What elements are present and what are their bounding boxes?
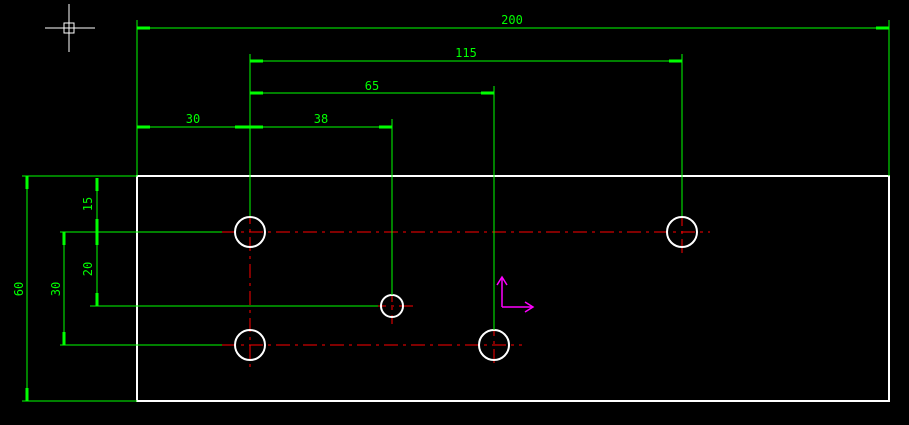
dim-hole-span-65: 65 [365,79,379,93]
dim-vertical-30: 30 [49,282,63,296]
part-outline [136,175,890,402]
hole-bottom-left [234,329,266,361]
ucs-axis-icon [496,275,535,313]
dim-vertical-15: 15 [81,197,95,211]
centerlines [222,210,710,370]
hole-top-left [234,216,266,248]
crosshair-icon [45,4,95,52]
hole-top-right [666,216,698,248]
extension-lines [22,20,890,402]
dim-left-offset: 30 [186,112,200,126]
dimension-arrows [25,26,889,401]
holes [234,216,698,361]
dim-overall-height: 60 [12,282,26,296]
dim-hole-offset-38: 38 [314,112,328,126]
dim-hole-span-115: 115 [455,46,477,60]
dim-overall-width: 200 [501,13,523,27]
dim-vertical-20: 20 [81,262,95,276]
